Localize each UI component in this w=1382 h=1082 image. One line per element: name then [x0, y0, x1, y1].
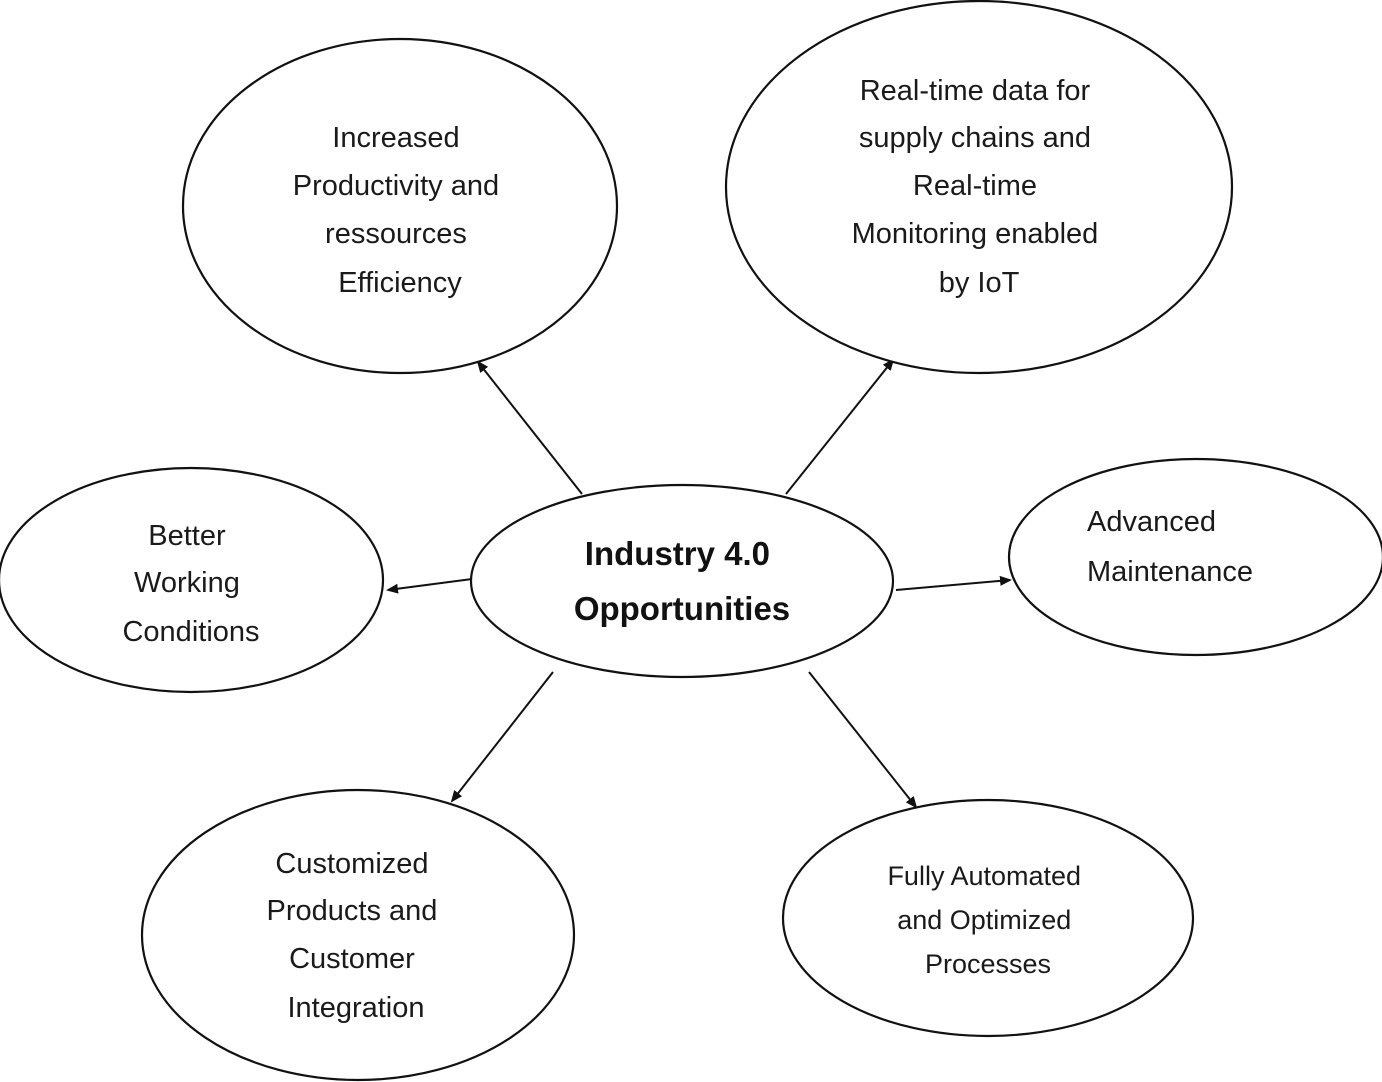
node-realtime-line-3: Real-time [913, 170, 1037, 202]
center-title-line-1: Industry 4.0 [585, 535, 770, 572]
svg-text:Increased Productivity a: Increased Productivity and ressources Ef… [293, 122, 507, 299]
node-realtime-line-5: by IoT [939, 267, 1020, 299]
node-working-line-3: Conditions [122, 616, 259, 648]
node-customized-line-1: Customized [275, 848, 428, 880]
node-maintenance-line-1: Advanced [1087, 506, 1216, 538]
node-automated-line-3: Processes [925, 949, 1051, 979]
node-automated: Fully Automated and Optimized Processes [781, 798, 1195, 1038]
node-working-line-2: Working [134, 567, 240, 599]
svg-text:Industry 4.0 Opportuniti: Industry 4.0 Opportunities [574, 535, 790, 627]
arrow-to-maintenance [895, 575, 1012, 591]
center-title-line-2: Opportunities [574, 590, 790, 627]
node-productivity-ellipse [181, 37, 619, 375]
arrow-to-realtime [785, 358, 895, 495]
node-productivity-line-3: ressources [325, 218, 467, 250]
node-realtime-line-2: supply chains and [859, 122, 1091, 154]
node-customized-line-3: Customer [289, 943, 415, 975]
node-automated-line-2: and Optimized [897, 905, 1071, 935]
node-maintenance: Advanced Maintenance [1007, 457, 1382, 657]
svg-text:Customized Products and: Customized Products and Customer Integra… [267, 848, 446, 1024]
node-realtime-line-1: Real-time data for [860, 75, 1091, 107]
node-working-line-1: Better [148, 520, 226, 552]
node-productivity-line-4: Efficiency [338, 267, 462, 299]
node-productivity: Increased Productivity and ressources Ef… [181, 37, 619, 375]
node-customized-line-2: Products and [267, 895, 438, 927]
node-automated-line-1: Fully Automated [887, 861, 1081, 891]
node-productivity-line-1: Increased [332, 122, 459, 154]
svg-text:Advanced Maintenance: Advanced Maintenance [1087, 506, 1253, 588]
node-automated-ellipse [781, 798, 1195, 1038]
node-maintenance-ellipse [1007, 457, 1382, 657]
node-customized: Customized Products and Customer Integra… [140, 788, 576, 1082]
node-realtime-line-4: Monitoring enabled [852, 218, 1099, 250]
svg-text:Better Working Con: Better Working Conditions [122, 520, 259, 648]
node-realtime: Real-time data for supply chains and Rea… [724, 0, 1234, 375]
arrow-to-automated [808, 671, 918, 809]
node-customized-ellipse [140, 788, 576, 1082]
node-center: Industry 4.0 Opportunities [469, 483, 895, 679]
arrow-to-productivity [476, 360, 583, 495]
svg-text:Fully Automated and Opti: Fully Automated and Optimized Processes [887, 861, 1088, 979]
svg-text:Real-time data for suppl: Real-time data for supply chains and Rea… [852, 75, 1107, 299]
node-realtime-ellipse [724, 0, 1234, 375]
arrow-to-customized [450, 671, 554, 803]
node-maintenance-line-2: Maintenance [1087, 556, 1253, 588]
node-center-ellipse [469, 483, 895, 679]
arrow-to-working [386, 578, 473, 594]
node-customized-line-4: Integration [287, 992, 424, 1024]
node-working-ellipse [0, 466, 385, 694]
node-productivity-line-2: Productivity and [293, 170, 499, 202]
node-working: Better Working Conditions [0, 466, 385, 694]
